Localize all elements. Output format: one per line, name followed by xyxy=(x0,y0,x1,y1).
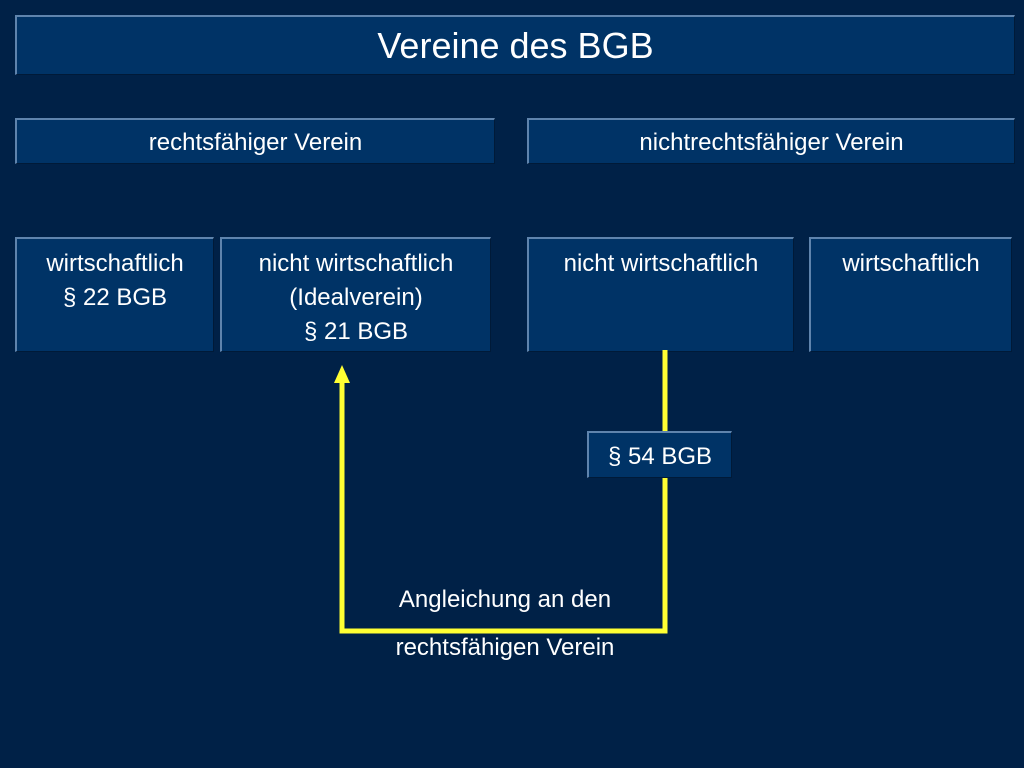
box-wirtschaftlich-nrv: wirtschaftlich xyxy=(809,237,1012,352)
box-line: § 21 BGB xyxy=(303,318,409,345)
box-line: wirtschaftlich xyxy=(46,250,184,277)
reference-54-bgb: § 54 BGB xyxy=(587,431,732,478)
box-line: nicht wirtschaftlich xyxy=(563,250,759,277)
annotation-line-2: rechtsfähigen Verein xyxy=(395,634,615,661)
box-nicht-wirtschaftlich-nrv: nicht wirtschaftlich xyxy=(527,237,794,352)
box-line: wirtschaftlich xyxy=(842,250,980,277)
box-line: § 22 BGB xyxy=(62,284,168,311)
box-idealverein-21: nicht wirtschaftlich (Idealverein) § 21 … xyxy=(220,237,491,352)
arrowhead-icon xyxy=(334,365,350,383)
box-line: nicht wirtschaftlich xyxy=(258,250,454,277)
box-wirtschaftlich-22: wirtschaftlich § 22 BGB xyxy=(15,237,214,352)
slide-title: Vereine des BGB xyxy=(15,15,1015,75)
box-line: (Idealverein) xyxy=(289,284,423,311)
annotation-line-1: Angleichung an den xyxy=(398,586,612,613)
header-rechtsfaehiger-verein: rechtsfähiger Verein xyxy=(15,118,495,164)
header-nichtrechtsfaehiger-verein: nichtrechtsfähiger Verein xyxy=(527,118,1015,164)
